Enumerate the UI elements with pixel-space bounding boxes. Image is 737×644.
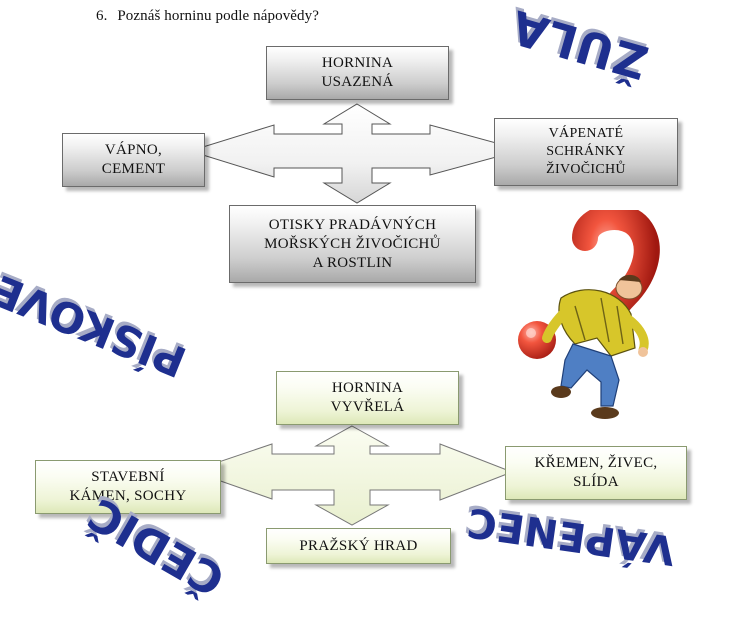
box-line: ŽIVOČICHŮ — [546, 162, 626, 177]
question-number: 6. — [96, 8, 108, 24]
cross-arrow-bottom — [190, 425, 514, 526]
box-line: OTISKY PRADÁVNÝCH — [268, 216, 437, 233]
box-line: KŘEMEN, ŽIVEC, — [534, 455, 658, 471]
box-line: HORNINA — [331, 380, 404, 396]
question-mark-man-illustration — [518, 210, 660, 419]
box-line: MOŘSKÝCH ŽIVOČICHŮ — [264, 235, 441, 252]
box-line: VÁPENATÉ — [548, 126, 624, 141]
box-line: PRAŽSKÝ HRAD — [299, 537, 418, 554]
box-line: STAVEBNÍ — [91, 469, 165, 485]
box-vapno-cement: VÁPNO, CEMENT — [62, 133, 205, 187]
box-line: SLÍDA — [573, 474, 619, 490]
box-hornina-vyvrela: HORNINA VYVŘELÁ — [276, 371, 459, 425]
box-otisky: OTISKY PRADÁVNÝCH MOŘSKÝCH ŽIVOČICHŮ A R… — [229, 205, 476, 283]
box-line: HORNINA — [321, 55, 394, 71]
box-line: CEMENT — [101, 161, 166, 177]
box-stavebni-kamen: STAVEBNÍ KÁMEN, SOCHY — [35, 460, 221, 514]
question-heading: 6. Poznáš horninu podle nápovědy? — [96, 8, 319, 25]
box-kremen-zivec: KŘEMEN, ŽIVEC, SLÍDA — [505, 446, 687, 500]
box-line: KÁMEN, SOCHY — [69, 488, 187, 504]
question-text: Poznáš horninu podle nápovědy? — [117, 8, 320, 24]
box-line: SCHRÁNKY — [546, 144, 626, 159]
cross-arrow-top — [188, 103, 524, 204]
box-line: VYVŘELÁ — [330, 399, 405, 415]
box-hornina-usazena: HORNINA USAZENÁ — [266, 46, 449, 100]
box-line: USAZENÁ — [321, 74, 394, 90]
box-line: VÁPNO, — [104, 142, 163, 158]
box-prazsky-hrad: PRAŽSKÝ HRAD — [266, 528, 451, 564]
box-vapenate-schranky: VÁPENATÉ SCHRÁNKY ŽIVOČICHŮ — [494, 118, 678, 186]
box-line: A ROSTLIN — [312, 254, 393, 271]
